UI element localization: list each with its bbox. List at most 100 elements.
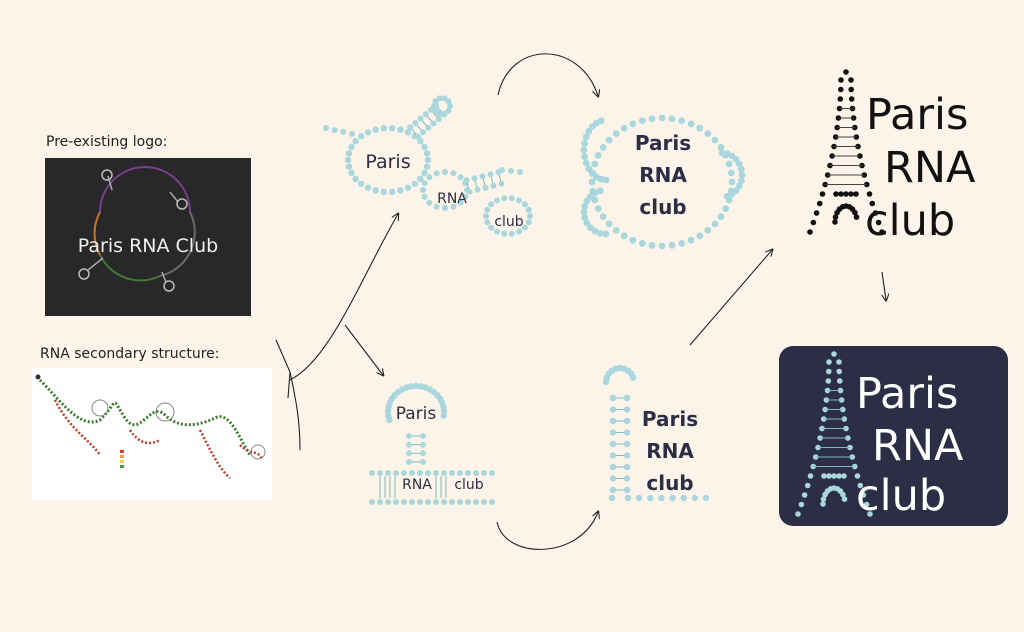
bead (412, 382, 420, 390)
bead (393, 499, 399, 505)
bead (835, 115, 842, 121)
final-logo-dark-beads (795, 351, 873, 517)
old-logo-text: Paris RNA Club (78, 235, 218, 257)
bead (620, 124, 628, 132)
bead (583, 197, 591, 205)
bead (594, 205, 602, 213)
final-logo-rna: RNA (884, 143, 976, 193)
bead (377, 470, 383, 476)
bead (488, 224, 495, 231)
bead (696, 232, 704, 240)
bead (406, 433, 412, 439)
bead (735, 160, 743, 168)
bead (875, 219, 882, 226)
bead (582, 133, 590, 141)
bead (623, 463, 631, 471)
bead (852, 209, 858, 216)
variant-a1-paris: Paris (365, 151, 410, 173)
bead (583, 219, 591, 227)
bead (421, 143, 428, 151)
variant-a2-beads (580, 114, 746, 250)
bead (612, 130, 620, 138)
bead (380, 125, 387, 132)
bead (820, 501, 826, 507)
bead (678, 117, 686, 124)
bead (471, 175, 478, 182)
bead (591, 160, 599, 168)
bead (420, 441, 426, 448)
bead (836, 378, 843, 384)
final-logo-text: Paris RNA club (865, 90, 976, 246)
bead (587, 224, 594, 232)
variant-a2-rna: RNA (639, 163, 687, 187)
bead (463, 177, 470, 184)
bead (838, 397, 845, 403)
bead (420, 450, 426, 457)
bead (440, 412, 447, 419)
bead (623, 394, 631, 402)
bead (525, 219, 532, 226)
bead (414, 133, 421, 140)
variant-b1-paris: Paris (396, 404, 437, 424)
bead (795, 511, 801, 517)
bead (599, 144, 607, 151)
bead (457, 199, 464, 206)
bead (406, 450, 412, 457)
bead (704, 130, 712, 138)
bead (521, 201, 528, 208)
bead (702, 494, 710, 502)
bead (798, 501, 805, 508)
variant-a2-paris: Paris (635, 131, 691, 155)
bead (465, 499, 471, 505)
bracket-right (289, 371, 301, 451)
variant-b1-rna: RNA (402, 477, 432, 493)
bead (638, 117, 646, 124)
bead (581, 153, 588, 161)
bead (358, 133, 365, 140)
bead (857, 482, 864, 489)
bead (810, 463, 816, 470)
bead (527, 213, 533, 219)
bead (711, 220, 719, 228)
bead (450, 203, 457, 210)
bead (825, 378, 832, 384)
bead (836, 359, 842, 365)
bead (474, 186, 481, 193)
bead (389, 188, 396, 195)
bead (521, 224, 528, 231)
bead (867, 511, 873, 517)
bead (420, 459, 426, 465)
bead (837, 96, 844, 102)
bead (473, 499, 479, 505)
bead (466, 188, 473, 195)
bead (425, 499, 431, 505)
bead (436, 95, 443, 102)
bead (623, 429, 631, 436)
bead (479, 173, 486, 180)
variant-a1-text: Paris RNA club (365, 151, 523, 230)
bead (658, 242, 666, 250)
bead (854, 473, 861, 479)
bead (821, 473, 827, 479)
bead (411, 180, 418, 187)
bead (582, 159, 590, 167)
bead (397, 187, 404, 194)
bead (609, 429, 617, 436)
bead (580, 146, 588, 154)
bead (832, 219, 838, 225)
bead (599, 213, 607, 221)
bead (836, 368, 842, 375)
bead (516, 228, 522, 235)
bead (508, 195, 515, 202)
bead (482, 184, 489, 191)
bead (609, 475, 617, 482)
final-logo-dark-paris: Paris (856, 369, 958, 419)
bead (433, 203, 440, 210)
bead (426, 174, 433, 181)
bead (473, 470, 479, 476)
bead (838, 86, 844, 93)
bead (377, 499, 383, 505)
bead (722, 205, 730, 213)
bead (609, 417, 617, 425)
